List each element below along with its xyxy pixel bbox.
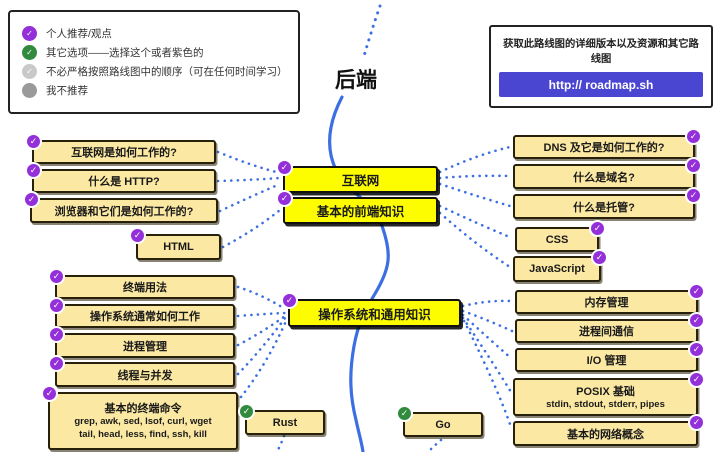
purple-check-icon: ✓ <box>688 312 705 329</box>
purple-check-icon: ✓ <box>23 191 40 208</box>
hub-os-general[interactable]: ✓ 操作系统和通用知识 <box>281 292 461 327</box>
green-check-icon: ✓ <box>238 403 255 420</box>
topic-hosting[interactable]: ✓ 什么是托管? <box>513 187 702 219</box>
purple-check-icon: ✓ <box>589 220 606 237</box>
hub-frontend-basics[interactable]: ✓ 基本的前端知识 <box>276 190 438 224</box>
purple-check-icon: ✓ <box>688 414 705 431</box>
topic-css[interactable]: ✓ CSS <box>515 220 606 252</box>
gray-check-icon: ✓ <box>22 64 37 79</box>
topic-threads-concurrency[interactable]: ✓ 线程与并发 <box>48 355 235 387</box>
resource-box: 获取此路线图的详细版本以及资源和其它路线图 http:// roadmap.sh <box>489 25 713 108</box>
purple-check-icon: ✓ <box>685 187 702 204</box>
purple-check-icon: ✓ <box>276 190 293 207</box>
purple-check-icon: ✓ <box>41 385 58 402</box>
purple-check-icon: ✓ <box>276 159 293 176</box>
topic-dns[interactable]: ✓ DNS 及它是如何工作的? <box>513 128 702 159</box>
topic-what-is-http[interactable]: ✓ 什么是 HTTP? <box>25 162 216 193</box>
legend-item: ✓ 其它选项——选择这个或者紫色的 <box>22 45 286 60</box>
purple-check-icon: ✓ <box>688 341 705 358</box>
page-title: 后端 <box>335 69 377 92</box>
topic-how-internet-works[interactable]: ✓ 互联网是如何工作的? <box>25 133 216 164</box>
topic-process-management[interactable]: ✓ 进程管理 <box>48 326 235 358</box>
resource-text: 获取此路线图的详细版本以及资源和其它路线图 <box>503 39 699 65</box>
purple-check-icon: ✓ <box>48 355 65 372</box>
topic-terminal-usage[interactable]: ✓ 终端用法 <box>48 268 235 299</box>
purple-check-icon: ✓ <box>22 26 37 41</box>
purple-check-icon: ✓ <box>25 162 42 179</box>
purple-check-icon: ✓ <box>129 227 146 244</box>
topic-domain-name[interactable]: ✓ 什么是域名? <box>513 157 702 189</box>
topic-html[interactable]: ✓ HTML <box>129 227 221 260</box>
purple-check-icon: ✓ <box>685 128 702 145</box>
purple-check-icon: ✓ <box>591 249 608 266</box>
legend-label: 我不推荐 <box>46 85 88 97</box>
legend-label: 个人推荐/观点 <box>46 28 112 40</box>
purple-check-icon: ✓ <box>48 326 65 343</box>
spine-line <box>328 95 390 452</box>
topic-javascript[interactable]: ✓ JavaScript <box>513 249 608 282</box>
topic-ipc[interactable]: ✓ 进程间通信 <box>515 312 705 343</box>
gray-dot-icon <box>22 83 37 98</box>
legend-label: 不必严格按照路线图中的顺序（可在任何时间学习） <box>46 66 288 78</box>
legend-box: ✓ 个人推荐/观点 ✓ 其它选项——选择这个或者紫色的 ✓ 不必严格按照路线图中… <box>8 10 300 114</box>
topic-rust[interactable]: ✓ Rust <box>238 403 325 435</box>
hub-internet[interactable]: ✓ 互联网 <box>276 159 438 193</box>
purple-check-icon: ✓ <box>48 268 65 285</box>
purple-check-icon: ✓ <box>48 297 65 314</box>
green-check-icon: ✓ <box>22 45 37 60</box>
roadmap-link-button[interactable]: http:// roadmap.sh <box>499 72 703 97</box>
green-check-icon: ✓ <box>396 405 413 422</box>
purple-check-icon: ✓ <box>688 283 705 300</box>
legend-item: 我不推荐 <box>22 83 286 98</box>
topic-io-management[interactable]: ✓ I/O 管理 <box>515 341 705 372</box>
top-dotted-line <box>362 4 382 58</box>
topic-browsers[interactable]: ✓ 浏览器和它们是如何工作的? <box>23 191 218 223</box>
legend-item: ✓ 不必严格按照路线图中的顺序（可在任何时间学习） <box>22 64 288 79</box>
dotted-connectors <box>216 145 514 452</box>
topic-memory-management[interactable]: ✓ 内存管理 <box>515 283 705 314</box>
topic-posix-basics[interactable]: ✓ POSIX 基础 stdin, stdout, stderr, pipes <box>513 371 705 416</box>
legend-item: ✓ 个人推荐/观点 <box>22 26 286 41</box>
purple-check-icon: ✓ <box>688 371 705 388</box>
topic-network-concepts[interactable]: ✓ 基本的网络概念 <box>513 414 705 446</box>
purple-check-icon: ✓ <box>281 292 298 309</box>
legend-label: 其它选项——选择这个或者紫色的 <box>46 47 204 59</box>
purple-check-icon: ✓ <box>685 157 702 174</box>
purple-check-icon: ✓ <box>25 133 42 150</box>
topic-terminal-commands[interactable]: ✓ 基本的终端命令 grep, awk, sed, lsof, curl, wg… <box>41 385 238 450</box>
topic-os-how-works[interactable]: ✓ 操作系统通常如何工作 <box>48 297 235 328</box>
topic-go[interactable]: ✓ Go <box>396 405 483 437</box>
